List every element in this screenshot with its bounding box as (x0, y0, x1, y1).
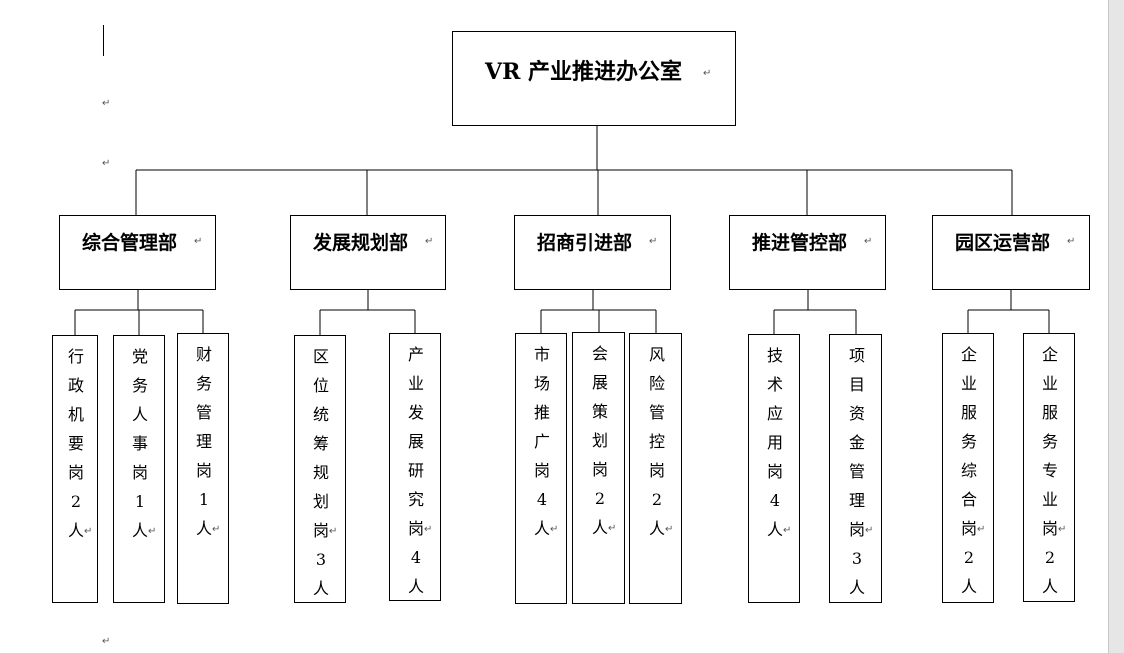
margin-paragraph-mark: ↵ (102, 636, 111, 647)
paragraph-mark: ↵ (1058, 524, 1067, 535)
department-box: 招商引进部 ↵ (514, 215, 671, 290)
vertical-scrollbar[interactable] (1108, 0, 1124, 653)
paragraph-mark: ↵ (864, 236, 873, 247)
position-label: 党务人事岗1人 (131, 347, 148, 540)
margin-paragraph-mark: ↵ (102, 158, 111, 169)
margin-paragraph-mark: ↵ (102, 98, 111, 109)
position-box: 行政机要岗2人↵ (52, 335, 98, 603)
position-box: 风险管控岗2人↵ (629, 333, 682, 604)
root-box: VR 产业推进办公室 ↵ (452, 31, 736, 126)
paragraph-mark: ↵ (649, 236, 658, 247)
position-label: 行政机要岗2人 (67, 347, 84, 540)
position-box: 市场推广岗4人↵ (515, 333, 567, 604)
paragraph-mark: ↵ (703, 68, 712, 79)
position-box: 技术应用岗4人↵ (748, 334, 800, 603)
department-label: 招商引进部 (537, 232, 633, 254)
position-box: 会展策划岗2人↵ (572, 332, 625, 604)
department-box: 推进管控部 ↵ (729, 215, 886, 290)
department-box: 发展规划部 ↵ (290, 215, 446, 290)
position-label: 区位统筹规划岗3人 (312, 347, 329, 598)
position-label: 财务管理岗1人 (195, 345, 212, 538)
position-label: 技术应用岗4人 (766, 346, 783, 539)
paragraph-mark: ↵ (194, 236, 203, 247)
position-box: 产业发展研究岗4人↵ (389, 333, 441, 601)
paragraph-mark: ↵ (865, 525, 874, 536)
position-label: 企业服务综合岗2人 (960, 345, 977, 596)
position-label: 企业服务专业岗2人 (1041, 345, 1058, 596)
position-label: 会展策划岗2人 (591, 344, 608, 537)
position-label: 市场推广岗4人 (533, 345, 550, 538)
department-label: 发展规划部 (313, 232, 409, 254)
position-box: 区位统筹规划岗3人↵ (294, 335, 346, 603)
department-box: 园区运营部 ↵ (932, 215, 1090, 290)
paragraph-mark: ↵ (665, 524, 674, 535)
paragraph-mark: ↵ (84, 526, 93, 537)
department-label: 推进管控部 (752, 232, 848, 254)
position-label: 项目资金管理岗3人 (848, 346, 865, 597)
position-box: 党务人事岗1人↵ (113, 335, 165, 603)
position-box: 财务管理岗1人↵ (177, 333, 229, 604)
paragraph-mark: ↵ (425, 236, 434, 247)
paragraph-mark: ↵ (329, 526, 338, 537)
paragraph-mark: ↵ (608, 523, 617, 534)
position-label: 风险管控岗2人 (648, 345, 665, 538)
department-box: 综合管理部 ↵ (59, 215, 216, 290)
paragraph-mark: ↵ (1067, 236, 1076, 247)
root-label: VR 产业推进办公室 (485, 59, 683, 85)
text-cursor (103, 25, 104, 56)
paragraph-mark: ↵ (783, 525, 792, 536)
paragraph-mark: ↵ (212, 524, 221, 535)
paragraph-mark: ↵ (977, 524, 986, 535)
position-box: 企业服务专业岗2人↵ (1023, 333, 1075, 602)
paragraph-mark: ↵ (148, 526, 157, 537)
paragraph-mark: ↵ (424, 524, 433, 535)
paragraph-mark: ↵ (550, 524, 559, 535)
position-label: 产业发展研究岗4人 (407, 345, 424, 596)
department-label: 园区运营部 (955, 232, 1051, 254)
department-label: 综合管理部 (82, 232, 178, 254)
position-box: 项目资金管理岗3人↵ (829, 334, 882, 603)
position-box: 企业服务综合岗2人↵ (942, 333, 994, 603)
